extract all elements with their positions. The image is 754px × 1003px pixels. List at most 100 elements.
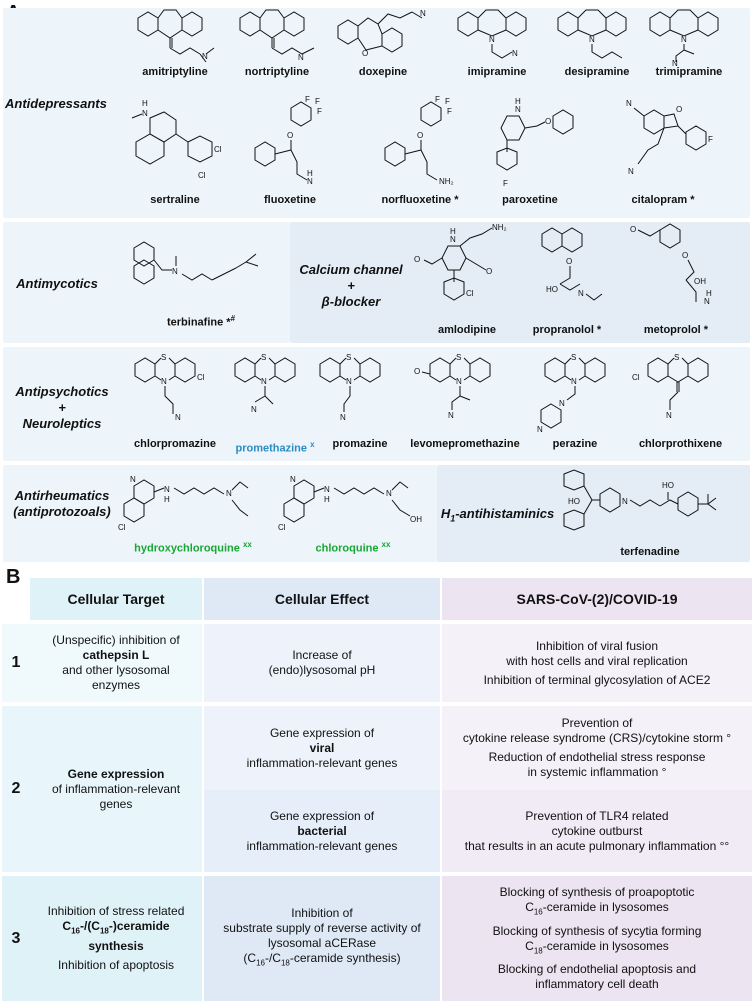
svg-text:N: N [512, 49, 518, 58]
drug-chlorprothixene: S Cl N chlorprothixene [618, 346, 743, 451]
drug-name-fluoxetine: fluoxetine [264, 194, 316, 206]
svg-text:O: O [417, 131, 423, 140]
drug-name-propranolol: propranolol * [532, 324, 602, 336]
chlorprothixene-structure: S Cl N [632, 353, 709, 420]
svg-text:N: N [681, 35, 687, 44]
svg-text:Cl: Cl [198, 171, 206, 180]
svg-text:S: S [571, 353, 576, 362]
drug-terbinafine: N terbinafine *# [126, 238, 276, 330]
svg-text:Cl: Cl [278, 523, 286, 532]
category-antimycotics: Antimycotics [16, 276, 98, 291]
svg-text:N: N [386, 489, 392, 498]
svg-text:N: N [175, 413, 181, 422]
svg-text:Cl: Cl [197, 373, 205, 382]
chloroquine-structure: N Cl NH N OH [278, 475, 422, 532]
drug-propranolol: O HO N propranolol * [512, 222, 622, 337]
drug-name-chlorpromazine: chlorpromazine [134, 438, 216, 450]
svg-text:F: F [708, 135, 713, 144]
drug-name-norfluoxetine: norfluoxetine * [381, 194, 459, 206]
svg-text:F: F [503, 179, 508, 188]
svg-text:H: H [706, 289, 712, 298]
drug-name-perazine: perazine [552, 438, 598, 450]
svg-text:O: O [682, 251, 688, 260]
row-number-3: 3 [2, 876, 30, 1001]
svg-text:N: N [666, 411, 672, 420]
svg-text:N: N [448, 411, 454, 420]
svg-text:H: H [142, 99, 148, 108]
imipramine-structure: N N [457, 9, 527, 59]
drug-name-levomepromethazine: levomepromethazine [410, 438, 520, 450]
amlodipine-structure: HN NH₂ O O Cl [414, 223, 507, 301]
svg-text:N: N [298, 53, 304, 62]
header-cellular-effect: Cellular Effect [204, 578, 440, 620]
antirheumatics-panel [3, 465, 437, 562]
svg-text:O: O [630, 225, 636, 234]
drug-name-chlorprothixene: chlorprothixene [638, 438, 723, 450]
svg-text:N: N [672, 59, 678, 66]
svg-text:S: S [674, 353, 679, 362]
svg-text:N: N [164, 485, 170, 494]
svg-text:O: O [287, 131, 293, 140]
drug-name-trimipramine: trimipramine [655, 66, 723, 78]
svg-text:HO: HO [662, 481, 674, 490]
drug-amitriptyline: N amitriptyline [110, 4, 240, 79]
drug-name-amlodipine: amlodipine [437, 324, 497, 336]
svg-text:OH: OH [410, 515, 422, 524]
svg-text:N: N [571, 377, 577, 386]
svg-text:Cl: Cl [214, 145, 222, 154]
propranolol-structure: O HO N [541, 227, 603, 301]
svg-text:HO: HO [546, 285, 558, 294]
row1-effect: Increase of(endo)lysosomal pH [204, 624, 440, 702]
svg-text:N: N [130, 475, 136, 484]
svg-text:S: S [161, 353, 166, 362]
drug-name-hydroxychloroquine: hydroxychloroquine xx [134, 540, 252, 555]
svg-text:NH₂: NH₂ [492, 223, 507, 232]
doxepine-structure: O N [337, 9, 426, 58]
category-antidepressants: Antidepressants [5, 96, 107, 111]
svg-text:N: N [346, 377, 352, 386]
drug-name-doxepine: doxepine [358, 66, 408, 78]
terfenadine-structure: HO N HO [563, 469, 717, 531]
hydroxychloroquine-structure: N Cl NH N [118, 475, 249, 532]
levomepromethazine-structure: S N O N [414, 353, 491, 420]
drug-name-chloroquine: chloroquine xx [315, 540, 391, 555]
svg-text:Cl: Cl [466, 289, 474, 298]
category-antihistaminics: H1-antihistaminics [440, 506, 555, 524]
drug-name-promethazine: promethazine x [235, 440, 315, 455]
svg-text:N: N [340, 413, 346, 422]
svg-text:S: S [456, 353, 461, 362]
drug-doxepine: O N doxepine [318, 4, 448, 79]
terbinafine-structure: N [133, 241, 259, 285]
svg-text:S: S [346, 353, 351, 362]
svg-text:N: N [261, 377, 267, 386]
promazine-structure: S N N [319, 353, 381, 422]
drug-name-amitriptyline: amitriptyline [142, 66, 208, 78]
drug-name-metoprolol: metoprolol * [643, 324, 709, 336]
svg-text:H: H [307, 169, 313, 178]
svg-text:S: S [261, 353, 266, 362]
drug-name-terbinafine: terbinafine *# [166, 314, 236, 329]
desipramine-structure: N [557, 9, 627, 59]
svg-text:OH: OH [694, 277, 706, 286]
svg-text:N: N [537, 425, 543, 434]
svg-text:N: N [589, 35, 595, 44]
svg-text:NH₂: NH₂ [439, 177, 454, 186]
svg-text:F: F [305, 95, 310, 104]
perazine-structure: S N N N [537, 353, 606, 434]
drug-promazine: S N N promazine [300, 346, 420, 451]
svg-text:O: O [362, 49, 368, 58]
svg-text:F: F [435, 95, 440, 104]
svg-text:N: N [202, 52, 208, 61]
drug-name-sertraline: sertraline [150, 194, 200, 206]
